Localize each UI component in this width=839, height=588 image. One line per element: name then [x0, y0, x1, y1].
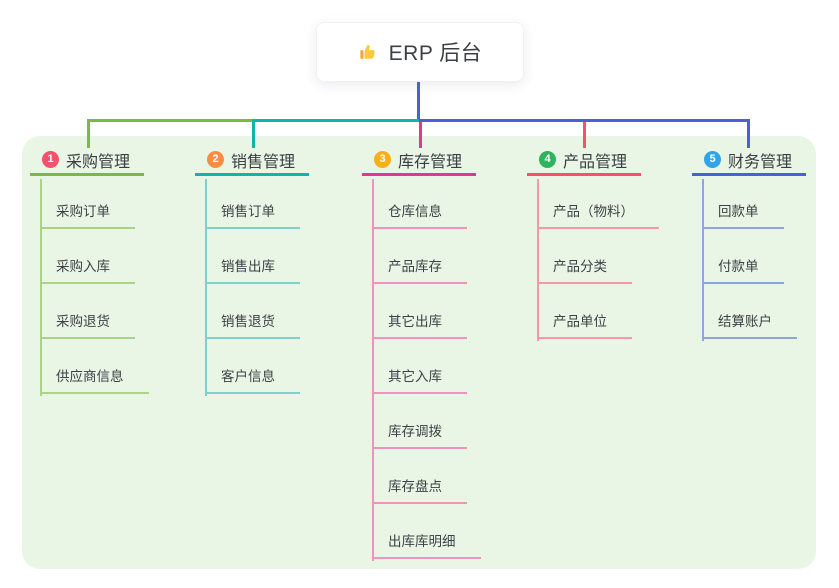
child-node[interactable]: 供应商信息 [40, 366, 149, 394]
branch-badge: 1 [42, 151, 59, 168]
root-node[interactable]: ERP 后台 [316, 22, 524, 82]
branch-drop-line-5 [747, 119, 750, 148]
branch-node-label: 财务管理 [728, 153, 793, 171]
branch-drop-line-3 [419, 122, 422, 148]
child-node[interactable]: 客户信息 [205, 366, 300, 394]
child-node[interactable]: 其它出库 [372, 311, 467, 339]
child-node[interactable]: 采购退货 [40, 311, 135, 339]
child-node[interactable]: 其它入库 [372, 366, 467, 394]
child-node[interactable]: 出库库明细 [372, 531, 481, 559]
branch-drop-line-1 [87, 119, 90, 148]
child-node[interactable]: 产品（物料） [537, 201, 659, 229]
branch-node-1[interactable]: 1 采购管理 [30, 146, 144, 176]
root-trunk-line [417, 82, 420, 122]
child-node[interactable]: 付款单 [702, 256, 784, 284]
child-node[interactable]: 结算账户 [702, 311, 797, 339]
child-node[interactable]: 回款单 [702, 201, 784, 229]
branch-node-label: 产品管理 [563, 153, 628, 171]
thumbs-up-icon [360, 44, 375, 59]
child-spine-line [205, 179, 207, 396]
branch-node-2[interactable]: 2 销售管理 [195, 146, 309, 176]
child-node[interactable]: 销售订单 [205, 201, 300, 229]
child-node[interactable]: 仓库信息 [372, 201, 467, 229]
branch-badge: 2 [207, 151, 224, 168]
branch-drop-line-2 [252, 119, 255, 148]
child-node[interactable]: 销售退货 [205, 311, 300, 339]
branch-node-4[interactable]: 4 产品管理 [527, 146, 641, 176]
branch-badge: 5 [704, 151, 721, 168]
child-spine-line [40, 179, 42, 396]
child-node[interactable]: 产品单位 [537, 311, 632, 339]
child-node[interactable]: 产品库存 [372, 256, 467, 284]
branch-node-3[interactable]: 3 库存管理 [362, 146, 476, 176]
child-node[interactable]: 产品分类 [537, 256, 632, 284]
child-node[interactable]: 销售出库 [205, 256, 300, 284]
branch-node-5[interactable]: 5 财务管理 [692, 146, 806, 176]
bus-segment-3 [419, 119, 750, 122]
child-node[interactable]: 库存盘点 [372, 476, 467, 504]
child-spine-line [537, 179, 539, 341]
branch-node-label: 库存管理 [398, 153, 463, 171]
branch-node-label: 销售管理 [231, 153, 296, 171]
branch-drop-line-4 [583, 122, 586, 148]
root-node-label: ERP 后台 [388, 42, 483, 65]
child-spine-line [702, 179, 704, 341]
branch-badge: 3 [374, 151, 391, 168]
branch-badge: 4 [539, 151, 556, 168]
child-node[interactable]: 采购入库 [40, 256, 135, 284]
branches-panel [22, 136, 816, 569]
child-node[interactable]: 采购订单 [40, 201, 135, 229]
branch-node-label: 采购管理 [66, 153, 131, 171]
child-node[interactable]: 库存调拨 [372, 421, 467, 449]
child-spine-line [372, 179, 374, 561]
bus-segment-1 [87, 119, 252, 122]
bus-segment-2 [252, 119, 419, 122]
